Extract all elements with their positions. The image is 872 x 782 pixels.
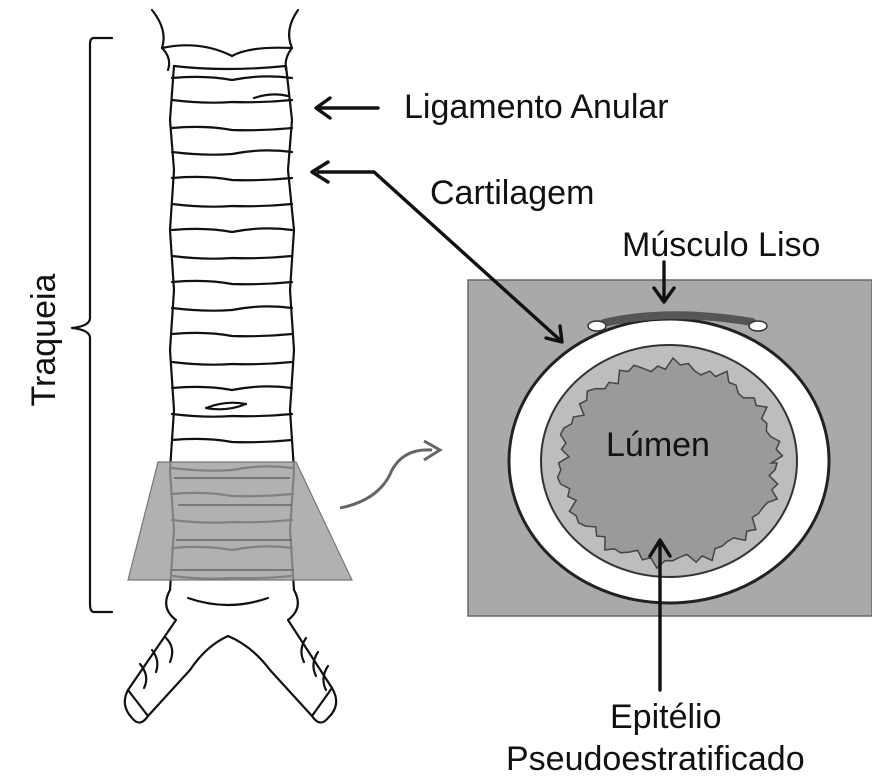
trachea-ring xyxy=(172,204,292,207)
trachea-ring xyxy=(172,256,292,259)
pseudoestratificado-label: Pseudoestratificado xyxy=(506,742,805,776)
trachea-ring xyxy=(172,150,292,154)
bronchi xyxy=(125,590,336,723)
musculo-liso-label: Músculo Liso xyxy=(622,228,820,262)
section-arrow xyxy=(340,450,432,508)
trachea-ring xyxy=(172,100,292,103)
epitelio-label: Epitélio xyxy=(610,700,722,734)
trachea-ring xyxy=(172,177,292,180)
trachea-ring xyxy=(172,414,292,417)
larynx xyxy=(152,10,298,70)
trachea-ring xyxy=(172,362,292,365)
traqueia-label: Traqueia xyxy=(27,274,61,407)
traqueia-bracket xyxy=(72,38,112,612)
trachea-ring xyxy=(172,439,292,442)
trachea-ring xyxy=(172,127,292,130)
ligamento-anular-label: Ligamento Anular xyxy=(404,90,669,124)
trachea-ring xyxy=(172,333,292,336)
trachea-ring xyxy=(172,306,292,310)
arrow-ligamento-anular xyxy=(316,98,378,118)
lumen-label: Lúmen xyxy=(606,428,710,462)
trachea-ring xyxy=(172,386,292,390)
trachea-ring xyxy=(172,76,292,80)
cartilagem-label: Cartilagem xyxy=(430,176,594,210)
trachea-ring xyxy=(172,281,292,284)
trachea-ring xyxy=(172,228,292,232)
cross-section-plane xyxy=(128,462,352,580)
